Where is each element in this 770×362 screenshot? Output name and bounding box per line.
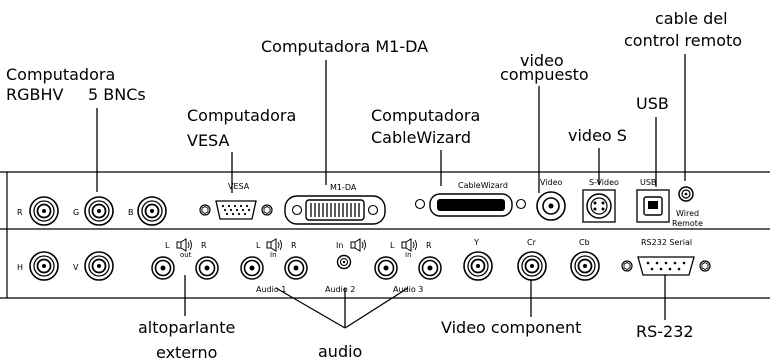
- label-out-r: R: [201, 241, 207, 250]
- callout-vesa-line1: Computadora: [187, 106, 296, 125]
- audio3-l-jack: [374, 256, 398, 280]
- audio1-r-jack: [284, 256, 308, 280]
- label-usb: USB: [640, 178, 656, 187]
- callout-rgbhv-line2: RGBHV: [6, 85, 64, 104]
- audio1-l-jack: [240, 256, 264, 280]
- label-out-sub: out: [180, 251, 192, 259]
- label-wired: Wired: [676, 209, 699, 218]
- callout-speaker-line2: externo: [156, 343, 217, 362]
- label-svideo: S-Video: [589, 178, 619, 187]
- label-audio3-sub: In: [405, 251, 412, 259]
- m1da-connector: [284, 195, 386, 225]
- callout-bnc: 5 BNCs: [88, 85, 146, 104]
- callout-vesa-line2: VESA: [187, 131, 230, 150]
- label-audio1-r: R: [291, 241, 297, 250]
- label-r: R: [17, 208, 23, 217]
- callout-composite-line1: video: [520, 51, 564, 70]
- label-out-l: L: [165, 241, 170, 250]
- callout-composite-line2: compuesto: [500, 65, 589, 84]
- bnc-b-connector: [137, 196, 167, 226]
- audio2-minijack: [336, 254, 352, 270]
- component-cb-connector: [570, 251, 600, 281]
- composite-video-connector: [536, 191, 566, 221]
- speaker-icon: [176, 238, 192, 252]
- usb-connector: [636, 189, 670, 223]
- callout-usb: USB: [636, 94, 669, 113]
- label-audio2: Audio 2: [325, 285, 355, 294]
- rs232-connector: [621, 256, 711, 276]
- label-remote: Remote: [672, 219, 703, 228]
- bnc-r-connector: [29, 196, 59, 226]
- label-audio1: Audio 1: [256, 285, 286, 294]
- audio3-r-jack: [418, 256, 442, 280]
- rear-panel-outline: [0, 171, 770, 299]
- speaker-icon: [350, 238, 366, 252]
- label-rs232: RS232 Serial: [641, 238, 692, 247]
- callout-component: Video component: [441, 318, 581, 337]
- audio-out-l-jack: [151, 256, 175, 280]
- callout-m1da: Computadora M1-DA: [261, 37, 428, 56]
- speaker-icon: [266, 238, 282, 252]
- wired-remote-jack: [678, 186, 694, 202]
- label-m1da: M1-DA: [330, 183, 357, 192]
- label-video: Video: [540, 178, 563, 187]
- callout-rs232: RS-232: [636, 322, 694, 341]
- callout-remote-line1: cable del: [655, 9, 728, 28]
- label-v: V: [73, 263, 79, 272]
- leader-lines: [96, 54, 686, 329]
- label-audio3-r: R: [426, 241, 432, 250]
- label-h: H: [17, 263, 23, 272]
- callout-audio: audio: [318, 342, 362, 361]
- label-audio1-l: L: [256, 241, 261, 250]
- callout-speaker-line1: altoparlante: [138, 318, 235, 337]
- component-cr-connector: [517, 251, 547, 281]
- label-cr: Cr: [527, 238, 537, 247]
- speaker-icon: [401, 238, 417, 252]
- bnc-h-connector: [29, 251, 59, 281]
- label-y: Y: [473, 238, 479, 247]
- cablewizard-connector: [414, 193, 527, 217]
- audio-out-r-jack: [195, 256, 219, 280]
- callout-cablewizard-line2: CableWizard: [371, 128, 471, 147]
- callout-rgbhv-line1: Computadora: [6, 65, 115, 84]
- label-g: G: [73, 208, 79, 217]
- label-b: B: [128, 208, 134, 217]
- label-audio1-sub: In: [270, 251, 277, 259]
- label-audio3-l: L: [390, 241, 395, 250]
- bnc-v-connector: [84, 251, 114, 281]
- label-cablewizard: CableWizard: [458, 181, 508, 190]
- label-audio2-in: In: [336, 241, 343, 250]
- callout-svideo: video S: [568, 126, 627, 145]
- bnc-g-connector: [84, 196, 114, 226]
- component-y-connector: [463, 251, 493, 281]
- vesa-connector: [199, 200, 273, 220]
- label-audio3: Audio 3: [393, 285, 423, 294]
- label-cb: Cb: [579, 238, 590, 247]
- svideo-connector: [582, 189, 616, 223]
- label-vesa: VESA: [228, 182, 250, 191]
- callout-cablewizard-line1: Computadora: [371, 106, 480, 125]
- callout-remote-line2: control remoto: [624, 31, 742, 50]
